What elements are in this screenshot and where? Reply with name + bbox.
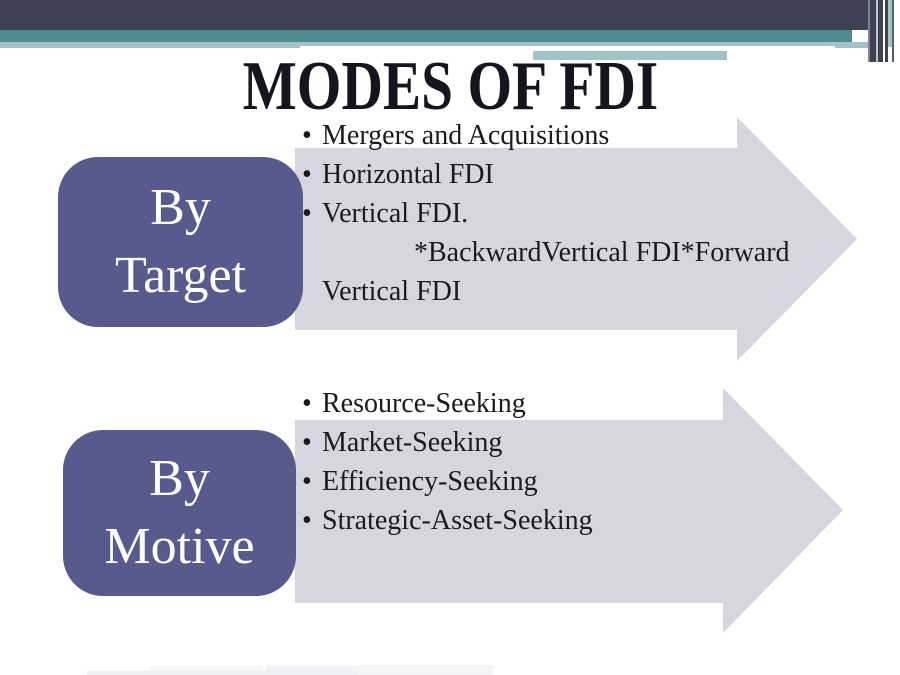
motive-bullet-list: Resource-Seeking Market-Seeking Efficien… bbox=[302, 384, 850, 540]
by-motive-label-line2: Motive bbox=[104, 518, 255, 575]
edge-stripe bbox=[876, 0, 878, 62]
edge-stripe bbox=[883, 0, 885, 62]
bottom-faint-bar bbox=[266, 665, 493, 675]
bullet-item: Market-Seeking bbox=[302, 423, 850, 462]
bullet-continuation: *BackwardVertical FDI*Forward Vertical F… bbox=[322, 237, 790, 307]
edge-stripe bbox=[868, 0, 870, 62]
edge-stripe bbox=[892, 0, 894, 62]
bullet-item: Strategic-Asset-Seeking bbox=[302, 501, 850, 540]
top-lightteal-block bbox=[533, 48, 727, 60]
bullet-item: Resource-Seeking bbox=[302, 384, 850, 423]
top-navy-bar bbox=[0, 0, 880, 30]
target-bullet-list: Mergers and Acquisitions Horizontal FDI … bbox=[302, 116, 850, 311]
top-teal-bar bbox=[0, 30, 852, 43]
slide-title: MODES OF FDI bbox=[0, 48, 900, 125]
bullet-item: Efficiency-Seeking bbox=[302, 462, 850, 501]
edge-stripe bbox=[885, 0, 888, 62]
top-white-line bbox=[300, 46, 835, 51]
top-lightteal-bar bbox=[0, 42, 888, 48]
bottom-faint-bar bbox=[150, 665, 263, 675]
bottom-faint-line bbox=[87, 671, 357, 675]
edge-stripe bbox=[888, 0, 892, 47]
by-target-label-line2: Target bbox=[114, 247, 247, 304]
edge-stripe bbox=[870, 0, 876, 62]
bullet-item: Mergers and Acquisitions bbox=[302, 116, 850, 155]
by-target-label-line1: By bbox=[150, 179, 211, 236]
slide-title-text: MODES OF FDI bbox=[242, 48, 658, 125]
edge-stripe bbox=[878, 0, 883, 62]
bullet-item: Vertical FDI. bbox=[302, 194, 850, 233]
by-motive-box: By Motive bbox=[63, 430, 296, 596]
bullet-item: Horizontal FDI bbox=[302, 155, 850, 194]
by-motive-label-line1: By bbox=[149, 450, 210, 507]
by-target-box: By Target bbox=[58, 157, 303, 327]
